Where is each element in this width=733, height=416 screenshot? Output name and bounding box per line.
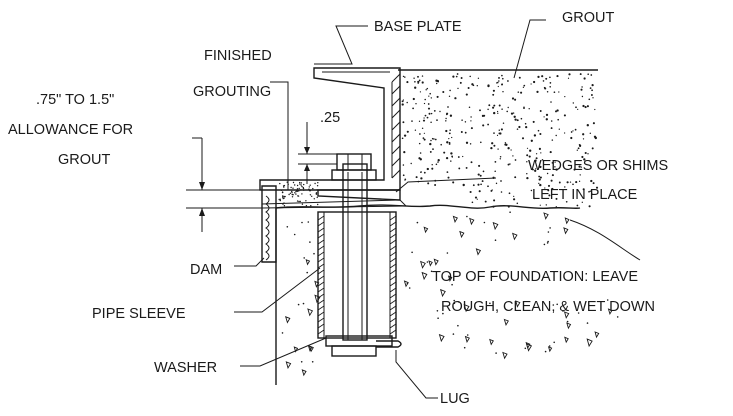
allowance-line-3: GROUT [58,152,111,168]
lug-label: LUG [440,391,470,407]
anchor-bolt [331,153,377,341]
pipe-sleeve-label: PIPE SLEEVE [92,306,186,322]
allowance-line-1: .75" TO 1.5" [36,92,114,108]
dam-label: DAM [190,262,222,278]
pipe-sleeve [317,211,397,339]
finished-label: FINISHED [204,48,272,64]
washer-label: WASHER [154,360,217,376]
wedges-label-2: LEFT IN PLACE [532,187,638,203]
leader-lines [234,19,641,399]
dim-25-label: .25 [320,110,340,126]
foundation-label-1: TOP OF FOUNDATION: LEAVE [432,269,638,285]
grouting-label: GROUTING [193,84,271,100]
foundation [275,204,619,385]
wedges-label-1: WEDGES OR SHIMS [528,158,668,174]
base-plate-label: BASE PLATE [374,19,462,35]
base-plate [259,67,401,191]
grout-label: GROUT [562,10,615,26]
allowance-line-2: ALLOWANCE FOR [8,122,133,138]
washer-lug [325,335,402,357]
dam [261,185,277,263]
grout-region [278,69,599,208]
dimension-lines [186,122,337,232]
callout-texts: BASE PLATE GROUT FINISHED GROUTING .25 .… [8,10,668,407]
foundation-label-2: ROUGH, CLEAN, & WET DOWN [441,299,655,315]
